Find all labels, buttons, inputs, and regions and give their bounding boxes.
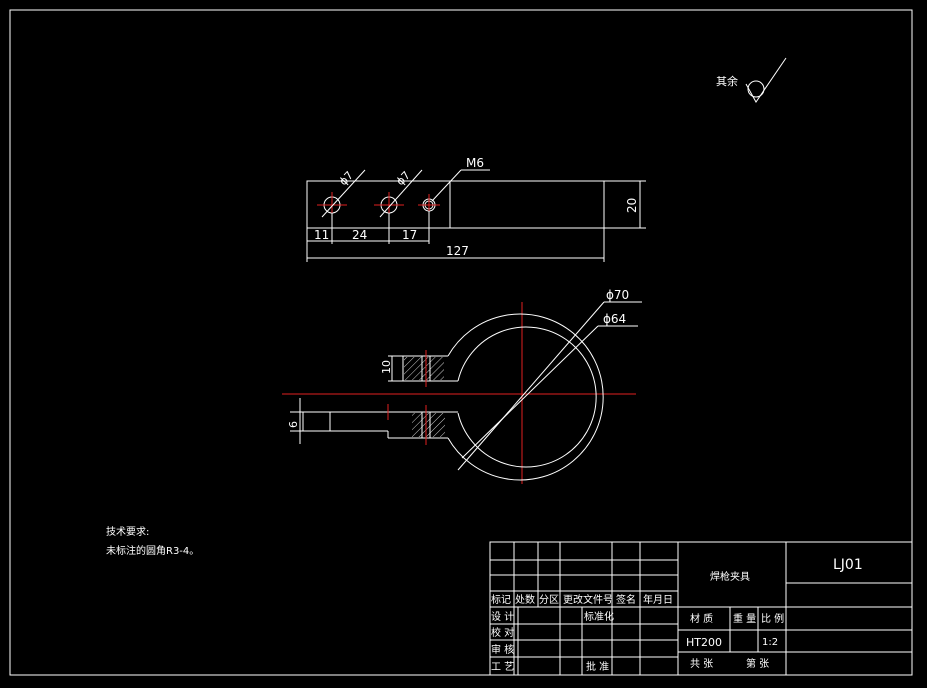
notes-line1: 未标注的圆角R3-4。 (106, 544, 199, 557)
dim-10: 10 (380, 360, 393, 374)
material-value: HT200 (686, 636, 722, 649)
dim-11: 11 (314, 228, 329, 242)
sheets-total: 共 张 (690, 658, 713, 670)
sheet-number: 第 张 (746, 657, 769, 670)
role-process: 工 艺 (491, 661, 514, 673)
technical-notes: 技术要求: 未标注的圆角R3-4。 (106, 525, 199, 557)
dim-17: 17 (402, 228, 417, 242)
drawing-border (9, 9, 913, 676)
scale-value: 1:2 (762, 637, 778, 648)
dim-24: 24 (352, 228, 367, 242)
hdr-zone: 分区 (539, 594, 559, 606)
thread-label: M6 (466, 156, 484, 170)
hdr-date: 年月日 (643, 593, 673, 606)
scale-label: 比 例 (761, 612, 784, 625)
material-label: 材 质 (690, 612, 713, 625)
lower-lug-section (412, 413, 445, 437)
front-view: 10 6 ϕ70 ϕ64 (282, 288, 642, 484)
plate-outline (306, 180, 605, 229)
top-view: ϕ7 ϕ7 M6 20 11 24 17 127 (306, 156, 646, 262)
hdr-count: 处数 (515, 593, 535, 606)
hdr-change-doc: 更改文件号 (563, 593, 613, 606)
roughness-symbol: 其余 (716, 57, 787, 103)
role-design: 设 计 (491, 610, 514, 623)
hdr-sign: 签名 (616, 593, 636, 606)
dim-20: 20 (625, 198, 639, 213)
role-review: 审 核 (491, 643, 514, 656)
outer-dia-label: ϕ70 (606, 288, 629, 302)
drawing-number: LJ01 (833, 557, 863, 573)
upper-lug-section (404, 357, 444, 380)
inner-dia-label: ϕ64 (603, 312, 626, 326)
hole-2-label: ϕ7 (394, 169, 413, 188)
part-name: 焊枪夹具 (710, 570, 750, 583)
dim-127: 127 (446, 244, 469, 258)
role-check: 校 对 (491, 626, 514, 639)
notes-title: 技术要求: (106, 525, 149, 538)
roughness-note: 其余 (716, 74, 738, 88)
weight-label: 重 量 (733, 612, 756, 625)
approve-label: 批 准 (586, 660, 609, 673)
dim-6: 6 (287, 421, 300, 428)
standardize-label: 标准化 (584, 610, 614, 623)
title-block: 焊枪夹具 LJ01 标记 处数 分区 更改文件号 签名 年月日 设 计 校 对 … (489, 541, 913, 676)
hdr-mark: 标记 (491, 594, 511, 606)
hole-1-label: ϕ7 (337, 169, 356, 188)
